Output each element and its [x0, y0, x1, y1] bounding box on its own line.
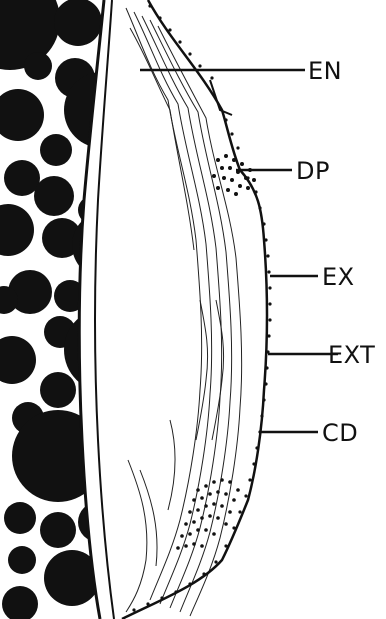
granule [40, 134, 72, 166]
endocuticle-line [95, 0, 114, 619]
leader-lines [140, 70, 338, 432]
granule [0, 89, 44, 141]
granule [8, 546, 36, 574]
granule [0, 204, 34, 256]
granule [24, 52, 52, 80]
granule [40, 372, 76, 408]
granule [34, 176, 74, 216]
label-cd: CD [322, 419, 358, 447]
granule [4, 160, 40, 196]
granule [40, 512, 76, 548]
label-en: EN [308, 57, 342, 85]
granule [64, 308, 148, 392]
granule [0, 336, 36, 384]
label-dp: DP [296, 157, 330, 185]
granule [54, 0, 102, 46]
label-ext: EXT [328, 341, 375, 369]
granule [78, 502, 118, 542]
granule [4, 502, 36, 534]
label-ex: EX [322, 263, 355, 291]
granule-field [0, 0, 148, 619]
granule [12, 410, 104, 502]
epicuticle-outer-line [122, 0, 267, 619]
granule [2, 586, 38, 619]
exocuticle-lamellae [126, 8, 242, 616]
